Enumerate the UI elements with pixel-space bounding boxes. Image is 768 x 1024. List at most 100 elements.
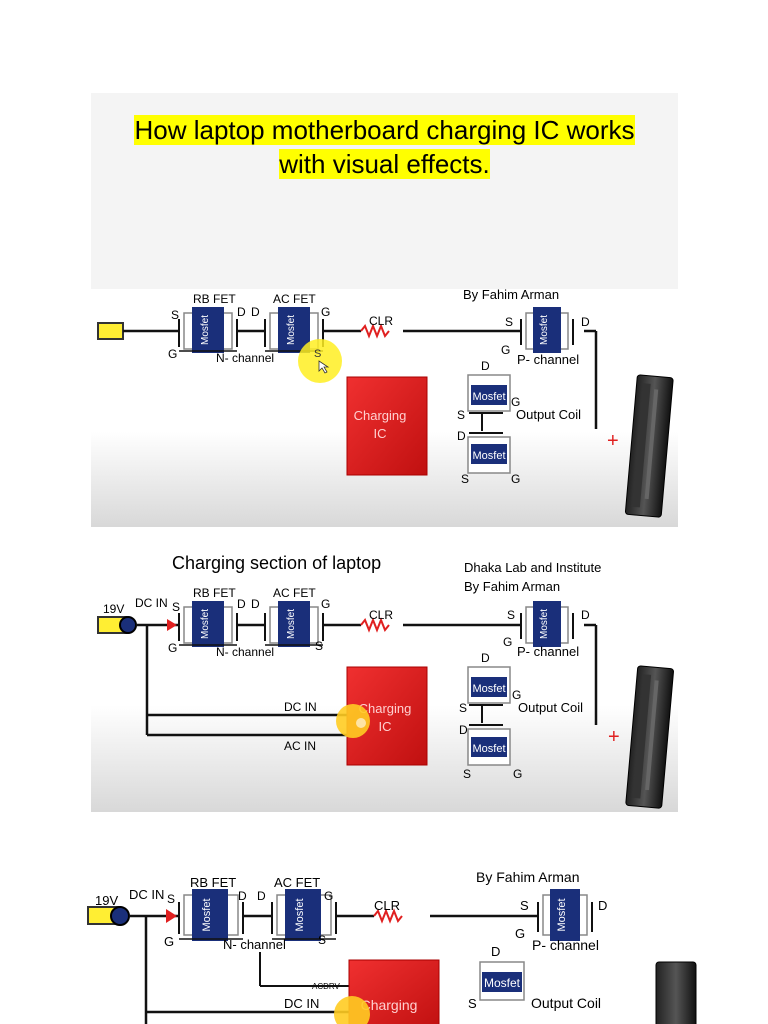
diagram-label: AC FET <box>274 875 320 890</box>
diagram-label: D <box>257 889 266 903</box>
diagram-label: Charging <box>361 997 418 1013</box>
pin-highlight <box>334 996 370 1024</box>
diagram-label: S <box>459 701 467 715</box>
slide2-heading: Charging section of laptop <box>172 553 381 573</box>
ac-in-pin-label: AC IN <box>284 739 316 753</box>
diagram-label: D <box>251 597 260 611</box>
current-arrow-icon <box>167 619 177 631</box>
diagram-label: S <box>463 767 471 781</box>
title-line-2: with visual effects. <box>279 149 490 179</box>
diagram-label: D <box>251 305 260 319</box>
diagram-label: D <box>481 359 490 373</box>
high-side-mosfet <box>471 385 507 405</box>
diagram-label: Mosfet <box>472 743 505 755</box>
n-channel-label: N- channel <box>216 351 274 365</box>
diagram-label: D <box>457 429 466 443</box>
diagram-label: D <box>238 889 247 903</box>
ac-fet-label: AC FET <box>273 292 316 306</box>
diagram-label: Charging <box>359 701 412 716</box>
diagram-label: DC IN <box>284 996 319 1011</box>
diagram-label: P- channel <box>532 937 599 953</box>
diagram-label: Mosfet <box>472 391 505 403</box>
diagram-label: CLR <box>374 898 400 913</box>
title-line-1: How laptop motherboard charging IC works <box>134 115 635 145</box>
diagram-label: S <box>172 600 180 614</box>
p-channel-mosfet <box>550 889 580 941</box>
diagram-label: D <box>481 651 490 665</box>
input-connector <box>97 322 124 340</box>
diagram-label: IC <box>374 426 387 441</box>
diagram-label: G <box>321 597 330 611</box>
output-coil-label: Output Coil <box>516 407 581 422</box>
diagram-label: RB FET <box>193 586 236 600</box>
ac-fet-mosfet: Mosfet <box>264 601 324 647</box>
diagram-label: S <box>315 639 323 653</box>
diagram-label: G <box>321 305 330 319</box>
high-side-mosfet <box>471 677 507 697</box>
ac-fet-mosfet <box>285 889 321 941</box>
diagram-label: S <box>318 933 326 947</box>
diagram-label: S <box>468 996 477 1011</box>
diagram-label: G <box>511 472 520 486</box>
diagram-label: S <box>461 472 469 486</box>
low-side-mosfet <box>471 444 507 464</box>
diagram-label: G <box>503 635 512 649</box>
slide3-author: By Fahim Arman <box>476 869 579 885</box>
diagram-label: S <box>457 408 465 422</box>
diagram-label: P- channel <box>517 644 579 659</box>
slide-3: By Fahim Arman 19V DC IN DC IN ACDRV Mos… <box>84 862 768 1024</box>
diagram-label: CLR <box>369 608 393 622</box>
diagram-label: G <box>515 926 525 941</box>
diagram-label: D <box>598 898 607 913</box>
diagram-label: Output Coil <box>531 995 601 1011</box>
diagram-label: N- channel <box>223 937 286 952</box>
diagram-label: D <box>581 608 590 622</box>
p-channel-label: P- channel <box>517 352 579 367</box>
diagram-label: D <box>237 597 246 611</box>
title-card: How laptop motherboard charging IC works… <box>91 93 678 289</box>
slide2-lab: Dhaka Lab and Institute <box>464 560 601 575</box>
diagram-label: S <box>167 892 175 906</box>
rb-fet-label: RB FET <box>193 292 236 306</box>
diagram-label: Mosfet <box>201 898 213 931</box>
diagram-label: Mosfet <box>472 450 505 462</box>
diagram-label: S <box>171 308 179 322</box>
diagram-label: Mosfet <box>472 683 505 695</box>
diagram-label: S <box>520 898 529 913</box>
diagram-label: S <box>314 348 321 360</box>
diagram-label: Mosfet <box>294 898 306 931</box>
voltage-label: 19V <box>103 602 124 616</box>
slide-1: Mosfet RB FET S G D Mosfet AC FET D G N-… <box>91 289 678 527</box>
diagram-label: AC FET <box>273 586 316 600</box>
diagram-label: G <box>168 347 177 361</box>
diagram-label: IC <box>379 719 392 734</box>
cursor-highlight <box>298 339 342 383</box>
high-side-mosfet <box>482 972 522 992</box>
battery-icon <box>624 374 674 518</box>
diagram-label: G <box>164 934 174 949</box>
p-channel-mosfet: Mosfet <box>520 307 574 353</box>
diagram-label: D <box>459 723 468 737</box>
diagram-label: G <box>512 688 521 702</box>
rb-fet-mosfet <box>192 889 228 941</box>
rb-fet-mosfet: Mosfet <box>178 307 238 353</box>
low-side-mosfet <box>471 737 507 757</box>
diagram-label: D <box>581 315 590 329</box>
plus-sign: + <box>607 430 619 452</box>
slide1-author: By Fahim Arman <box>463 289 559 302</box>
diagram-label: DC IN <box>129 887 164 902</box>
diagram-label: RB FET <box>190 875 236 890</box>
diagram-label: 19V <box>95 893 118 908</box>
diagram-label: Mosfet <box>200 609 211 639</box>
battery-icon <box>655 961 697 1024</box>
clr-label: CLR <box>369 314 393 328</box>
diagram-label: + <box>608 726 620 748</box>
clr-coil <box>360 617 390 633</box>
page-title: How laptop motherboard charging IC works… <box>91 113 678 181</box>
ac-fet-mosfet: Mosfet <box>264 307 324 353</box>
diagram-label: Mosfet <box>539 609 550 639</box>
battery-icon <box>625 665 674 809</box>
diagram-label: Mosfet <box>556 898 568 931</box>
diagram-label: D <box>491 944 500 959</box>
diagram-label: G <box>511 395 520 409</box>
